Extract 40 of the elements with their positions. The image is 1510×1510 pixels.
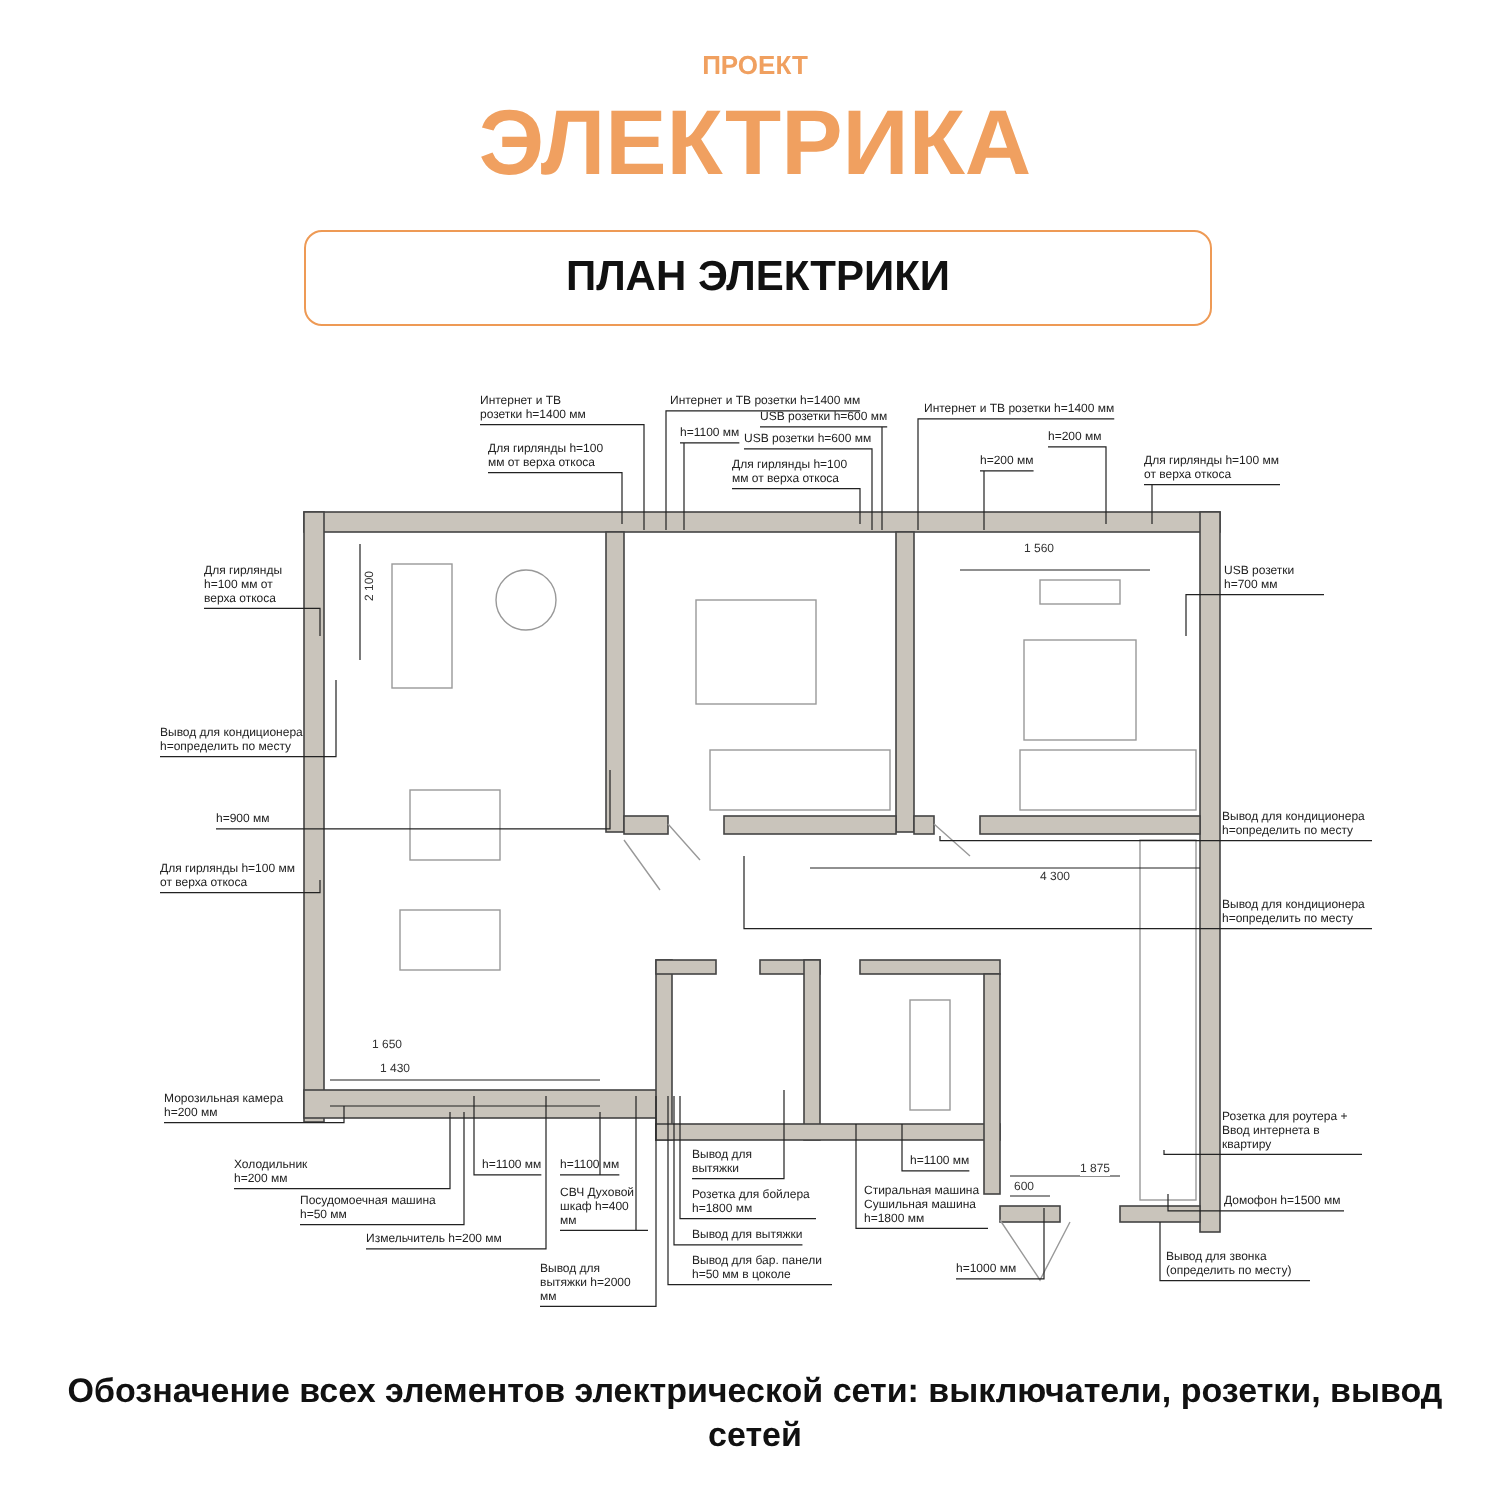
leader-line <box>559 1111 620 1176</box>
leader-line <box>1163 1149 1363 1155</box>
leader-line <box>1143 483 1281 525</box>
subtitle: ПРОЕКТ <box>700 50 810 80</box>
leader-line <box>473 1095 542 1176</box>
leader-line <box>539 1095 657 1307</box>
leader-line <box>487 471 623 525</box>
leader-line <box>365 1095 547 1250</box>
leader-line <box>203 607 321 637</box>
leader-line <box>667 1095 833 1286</box>
leader-line <box>917 418 1115 531</box>
leader-line <box>979 470 1035 531</box>
leader-line <box>679 442 740 531</box>
leader-line <box>743 448 873 531</box>
leader-line <box>855 1123 989 1229</box>
leader-line <box>159 679 337 758</box>
leader-line <box>559 1095 649 1231</box>
leader-line <box>1047 446 1107 525</box>
leader-line <box>159 879 321 894</box>
leader-line <box>1185 593 1325 637</box>
leader-line <box>691 1089 785 1180</box>
leader-line <box>743 855 1373 930</box>
leader-line <box>955 1207 1045 1280</box>
leader-line <box>679 1095 817 1220</box>
leader-line <box>1167 1193 1345 1212</box>
leader-line <box>479 423 645 531</box>
caption: Обозначение всех элементов электрической сети: выключатели, розетки, вывод сетей <box>65 1370 1445 1459</box>
leader-line <box>163 1105 345 1124</box>
leader-line <box>665 410 861 531</box>
leader-line <box>731 487 861 525</box>
title: ЭЛЕКТРИКА <box>476 96 1034 188</box>
leader-line <box>759 426 888 531</box>
leader-line <box>673 1095 804 1246</box>
leader-line <box>215 769 611 830</box>
leader-line <box>901 1123 970 1172</box>
leader-line <box>233 1111 451 1190</box>
leader-line <box>939 835 1373 842</box>
heading-box: ПЛАН ЭЛЕКТРИКИ <box>304 230 1212 326</box>
leader-line <box>1159 1221 1311 1282</box>
leader-line <box>299 1111 465 1226</box>
